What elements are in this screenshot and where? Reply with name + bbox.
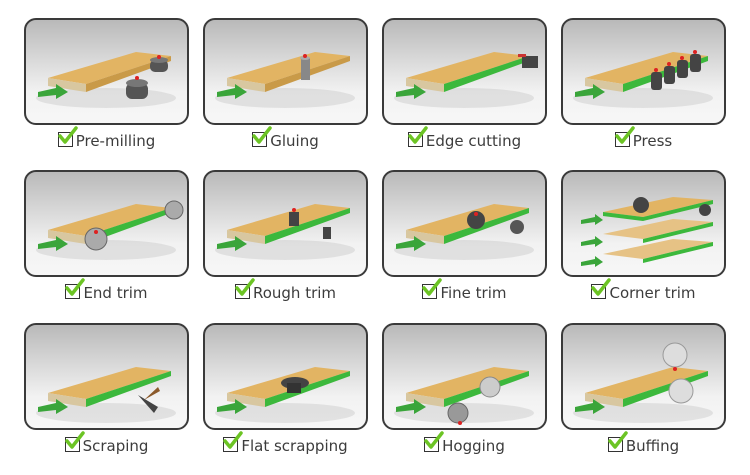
step-label: Fine trim [382, 278, 547, 302]
checkbox-checked-icon [407, 126, 428, 147]
checkbox-checked-icon [424, 431, 444, 452]
step-label-text: Flat scrapping [241, 437, 348, 455]
checkbox-checked-icon [422, 278, 443, 299]
checkbox-checked-icon [607, 431, 628, 452]
step-label: Buffing [561, 431, 726, 455]
step-label-text: Press [632, 132, 673, 150]
rough-trim-icon [203, 170, 368, 277]
gluing-icon [203, 18, 368, 125]
checkbox-checked-icon [57, 126, 78, 147]
fine-trim-icon [382, 170, 547, 277]
checkbox-checked-icon [223, 431, 244, 452]
checkbox-checked-icon [614, 126, 635, 147]
checkbox-checked-icon [234, 278, 255, 299]
step-label-text: Gluing [270, 132, 319, 150]
step-label-text: Edge cutting [425, 132, 522, 150]
buffing-icon [561, 323, 726, 430]
step-label-text: Rough trim [252, 284, 337, 302]
press-icon [561, 18, 726, 125]
step-label-text: Corner trim [609, 284, 696, 302]
step-label: Scraping [24, 431, 189, 455]
checkbox-checked-icon [65, 278, 86, 299]
step-label: End trim [24, 278, 189, 302]
step-label: Press [561, 126, 726, 150]
hogging-icon [382, 323, 547, 430]
checkbox-checked-icon [591, 278, 612, 299]
scraping-icon [24, 323, 189, 430]
step-label-text: Pre-milling [75, 132, 156, 150]
step-label: Hogging [382, 431, 547, 455]
step-label: Flat scrapping [203, 431, 368, 455]
step-label-text: Buffing [625, 437, 680, 455]
step-label: Rough trim [203, 278, 368, 302]
checkbox-checked-icon [64, 431, 85, 452]
edge-cutting-icon [382, 18, 547, 125]
step-label-text: Scraping [82, 437, 149, 455]
pre-milling-icon [24, 18, 189, 125]
checkbox-checked-icon [252, 126, 272, 147]
step-label-text: Fine trim [440, 284, 507, 302]
flat-scrapping-icon [203, 323, 368, 430]
step-label: Edge cutting [382, 126, 547, 150]
step-label-text: Hogging [442, 437, 505, 455]
step-label: Corner trim [561, 278, 726, 302]
step-label: Pre-milling [24, 126, 189, 150]
step-label-text: End trim [83, 284, 148, 302]
end-trim-icon [24, 170, 189, 277]
corner-trim-icon [561, 170, 726, 277]
step-label: Gluing [203, 126, 368, 150]
